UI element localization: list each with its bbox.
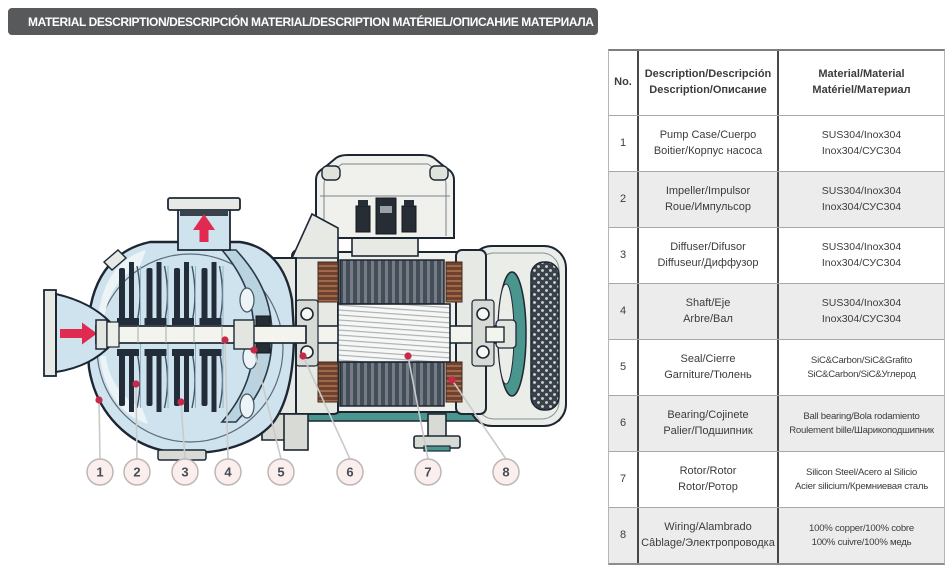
header-cell-material: Material/Material Matériel/Материал xyxy=(812,68,911,96)
callout-4: 4 xyxy=(214,336,242,486)
leader-dot xyxy=(177,398,185,406)
cell-no: 1 xyxy=(609,116,639,171)
motor-stator-bottom xyxy=(339,361,445,407)
section-header: MATERIAL DESCRIPTION/DESCRIPCIÓN MATERIA… xyxy=(8,8,598,35)
inlet-flow-arrow-icon xyxy=(60,322,97,345)
callout-circle xyxy=(86,458,114,486)
leader-dot xyxy=(132,380,140,388)
callout-number: 7 xyxy=(424,465,431,480)
callout-circle xyxy=(267,458,295,486)
cell-no: 5 xyxy=(609,340,639,395)
callout-number: 1 xyxy=(96,465,103,480)
callout-number: 8 xyxy=(502,465,509,480)
callout-circle xyxy=(492,458,520,486)
section-header-title: MATERIAL DESCRIPTION/DESCRIPCIÓN MATERIA… xyxy=(28,14,594,29)
callout-layer: 1 2 3 4 5 6 7 8 xyxy=(86,336,520,486)
stator-windings xyxy=(317,261,463,403)
outlet-flow-arrow-icon xyxy=(193,214,215,242)
leader-dot xyxy=(221,336,229,344)
leader-dot xyxy=(299,352,307,360)
callout-6: 6 xyxy=(299,352,364,486)
callout-1: 1 xyxy=(86,396,114,486)
leader-dot xyxy=(448,376,456,384)
callout-8: 8 xyxy=(448,376,520,486)
terminal-block xyxy=(355,197,417,235)
cell-no: 8 xyxy=(609,508,639,563)
callout-5: 5 xyxy=(250,346,295,486)
cell-no: 3 xyxy=(609,228,639,283)
motor-stator-top xyxy=(339,259,445,305)
callout-number: 3 xyxy=(181,465,188,480)
suction-inlet xyxy=(43,289,111,377)
pump-diagram: 1 2 3 4 5 6 7 8 xyxy=(43,154,567,486)
discharge-outlet xyxy=(167,197,241,251)
leader-dot xyxy=(95,396,103,404)
header-cell-no: No. xyxy=(609,51,639,115)
callout-circle xyxy=(123,458,151,486)
callout-number: 5 xyxy=(277,465,284,480)
cell-no: 2 xyxy=(609,172,639,227)
shaft-nut xyxy=(95,319,108,350)
callout-circle xyxy=(414,458,442,486)
motor-body xyxy=(291,249,505,415)
motor-rotor xyxy=(337,303,451,363)
header-cell-description: Description/Descripción Description/Опис… xyxy=(639,51,779,115)
cell-no: 6 xyxy=(609,396,639,451)
fan-grille xyxy=(530,261,560,411)
cell-no: 4 xyxy=(609,284,639,339)
callout-circle xyxy=(336,458,364,486)
cell-no: 7 xyxy=(609,452,639,507)
terminal-box xyxy=(315,154,455,257)
callout-2: 2 xyxy=(123,380,151,486)
callout-3: 3 xyxy=(171,398,199,486)
callout-number: 4 xyxy=(224,465,232,480)
leader-dot xyxy=(404,352,412,360)
callout-circle xyxy=(171,458,199,486)
callout-7: 7 xyxy=(404,352,442,486)
materials-table: No. Description/Descripción Description/… xyxy=(608,49,945,565)
callout-number: 2 xyxy=(133,465,140,480)
callout-circle xyxy=(214,458,242,486)
callout-number: 6 xyxy=(346,465,353,480)
table-header-row: No. Description/Descripción Description/… xyxy=(609,51,944,116)
leader-dot xyxy=(250,346,258,354)
